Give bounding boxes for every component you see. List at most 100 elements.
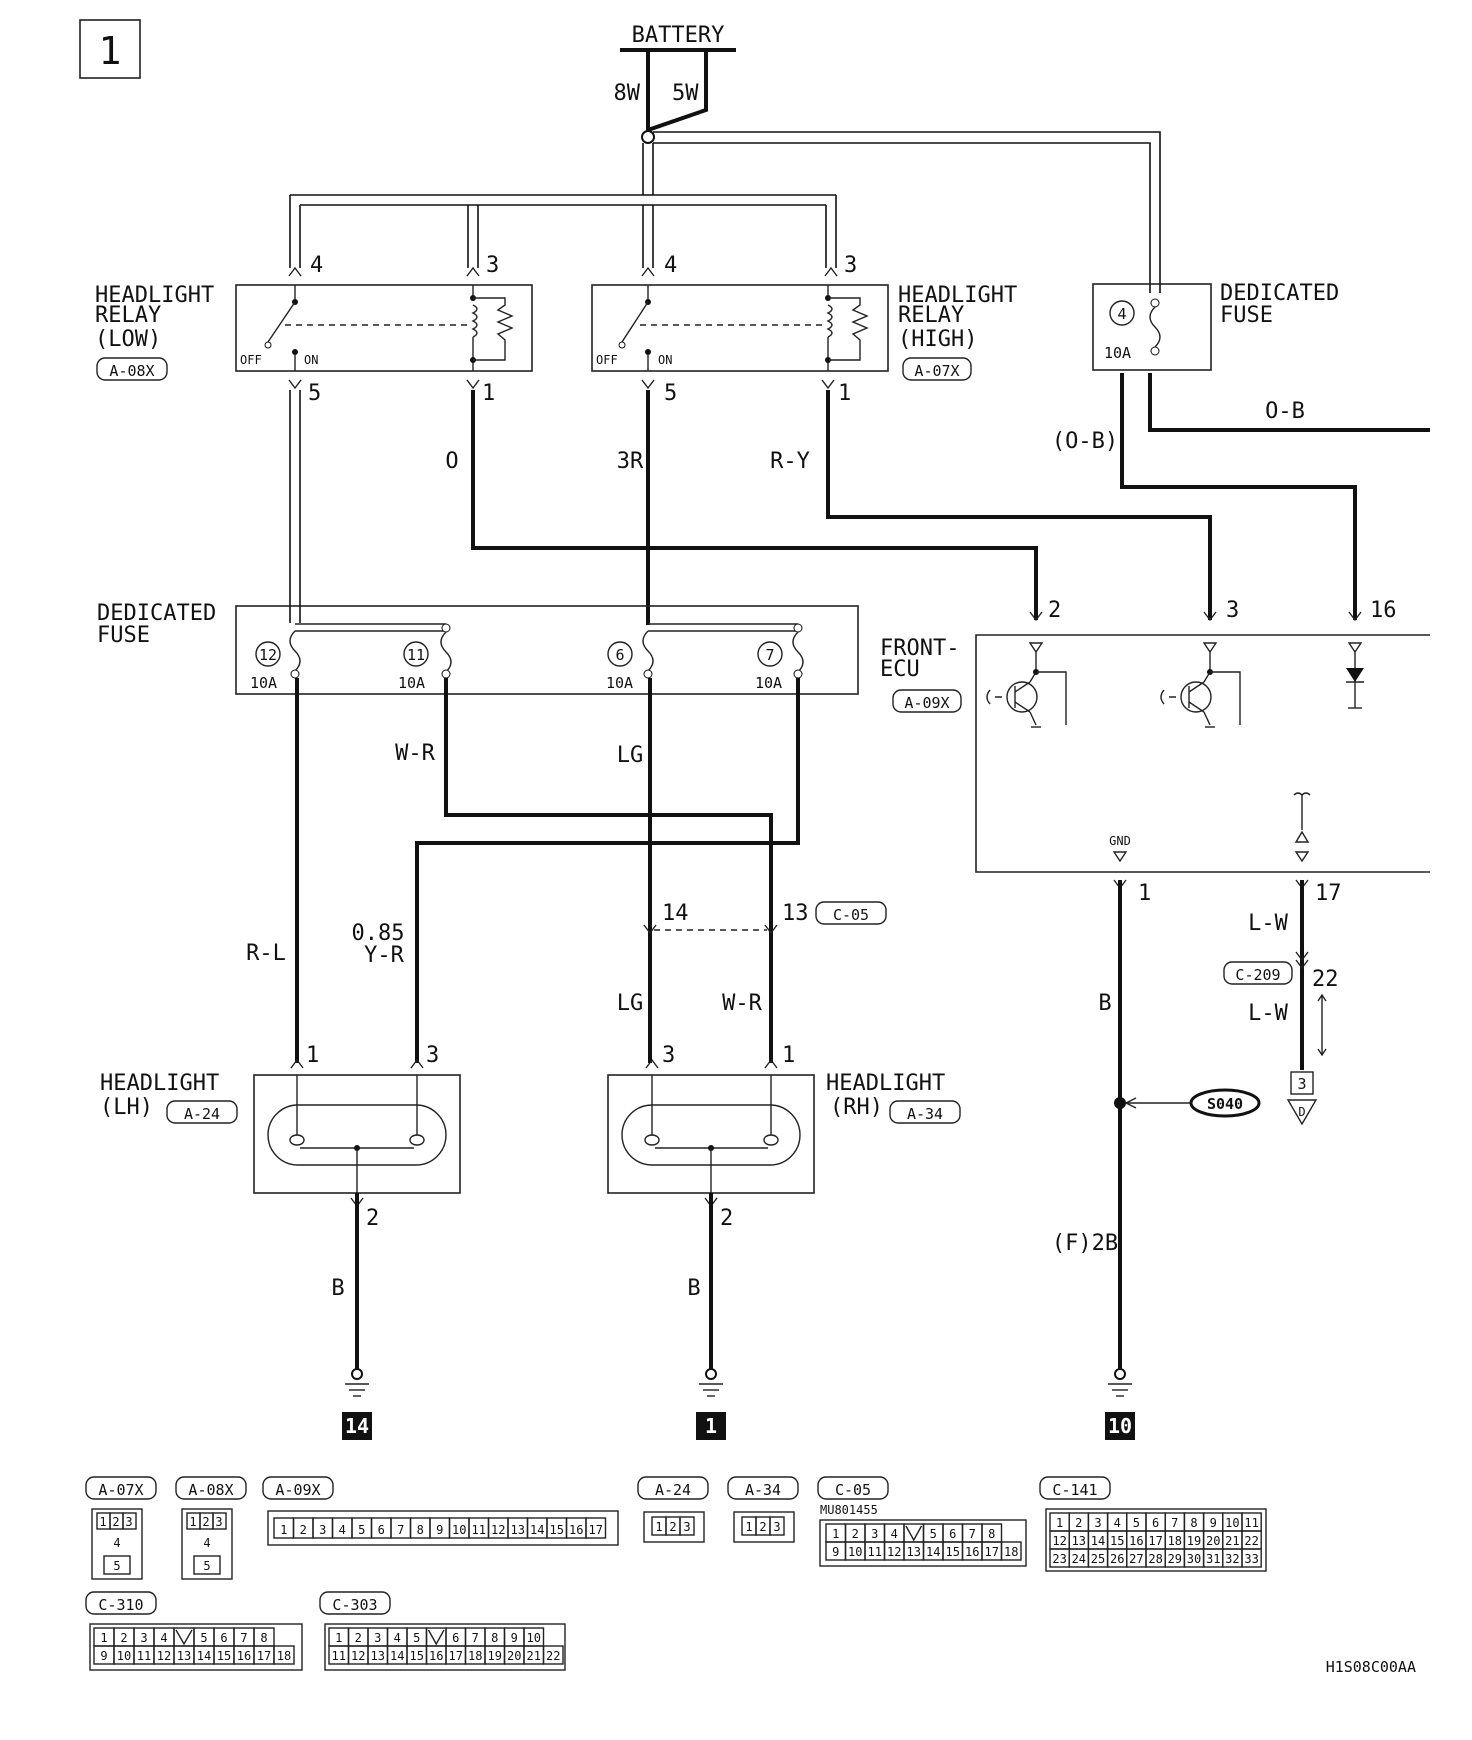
cv-c05-pin: 9 [832,1545,839,1559]
dedicated-fuse-block: DEDICATED FUSE 12 10A 11 10A 6 10A 7 10A [97,601,859,695]
ground-10: 10 [1108,1414,1132,1438]
c05-pin-14: 14 [662,901,689,926]
cv-a34-pin: 2 [759,1520,766,1534]
cv-c141-pin: 30 [1187,1552,1201,1566]
cv-a09x-pin: 10 [452,1523,466,1537]
cv-c310-pin: 3 [140,1631,147,1645]
cv-c310-pin: 16 [237,1649,251,1663]
cv-a08x-pin: 3 [215,1515,222,1529]
cv-c05-pin: 12 [887,1545,901,1559]
cv-c05-pin: 16 [965,1545,979,1559]
cv-c310-pin: 12 [157,1649,171,1663]
fuse-12-number: 12 [259,646,277,664]
relay-high-off: OFF [596,353,618,367]
relay-high-on: ON [658,353,672,367]
cv-c05-pin: 18 [1004,1545,1018,1559]
cv-c141-pin: 8 [1190,1516,1197,1530]
cv-a09x-pin: 3 [319,1523,326,1537]
cv-a09x-cell [585,1517,607,1539]
cv-a09x-pin: 13 [511,1523,525,1537]
cv-c05-pin: 8 [988,1527,995,1541]
cv-c310-pin: 6 [220,1631,227,1645]
ground-1: 1 [705,1414,717,1438]
cv-c310-pin: 17 [257,1649,271,1663]
wire-lg-label: LG [617,743,644,768]
cv-a07x-pin: 3 [125,1515,132,1529]
splice-s040: S040 [1207,1095,1243,1113]
cv-a09x-pin: 8 [417,1523,424,1537]
cv-a09x-pin: 11 [472,1523,486,1537]
cv-c141-pin: 9 [1210,1516,1217,1530]
cv-a24-pin: 1 [655,1520,662,1534]
wire-lw2-label: L-W [1248,1001,1288,1026]
wire-f2b-label: (F)2B [1052,1231,1118,1256]
front-ecu: FRONT- ECU A-09X 2 3 16 [880,598,1430,873]
cv-c141-pin: 25 [1091,1552,1105,1566]
cv-c05-pin: 4 [891,1527,898,1541]
relay-low-pin-5: 5 [308,381,321,406]
cv-c141-pin: 1 [1056,1516,1063,1530]
cv-c05-label: C-05 [835,1481,871,1499]
relay-low-pin-4: 4 [310,253,323,278]
cv-a09x-pin: 12 [491,1523,505,1537]
cv-c310-pin: 10 [117,1649,131,1663]
cv-c303-pin: 10 [527,1631,541,1645]
cv-a09x-label: A-09X [275,1481,320,1499]
relay-high-connector: A-07X [914,362,959,380]
relay-low-title-1: HEADLIGHT [95,283,214,308]
page-number-text: 1 [99,29,122,73]
relay-high-pin-4: 4 [664,253,677,278]
cv-c310-pin: 7 [240,1631,247,1645]
relay-low-pin-1: 1 [482,381,495,406]
cv-c141-pin: 22 [1244,1534,1258,1548]
ecu-pin-17: 17 [1315,881,1342,906]
cv-a08x-pin: 2 [202,1515,209,1529]
headlight-lh-pin-3: 3 [426,1043,439,1068]
ecu-gnd-pin-1: 1 [1138,881,1151,906]
cv-a09x-pin: 7 [397,1523,404,1537]
cv-c303-pin: 21 [527,1649,541,1663]
fuse-block-title-1: DEDICATED [97,601,216,626]
fuse-11-rating: 10A [398,674,425,692]
offpage-d-box: 3 [1297,1075,1306,1093]
fuse-7-number: 7 [765,646,774,664]
cv-c303-pin: 19 [488,1649,502,1663]
cv-c310-pin: 18 [277,1649,291,1663]
wire-rl-label: R-L [246,941,286,966]
wire-lw-label: L-W [1248,911,1288,936]
cv-c303-pin: 20 [507,1649,521,1663]
headlight-lh: HEADLIGHT (LH) A-24 1 3 2 B [100,1043,461,1370]
cv-a09x-pin: 6 [378,1523,385,1537]
cv-a34-label: A-34 [745,1481,781,1499]
cv-c310-label: C-310 [98,1596,143,1614]
cv-c141-pin: 14 [1091,1534,1105,1548]
cv-c141-pin: 18 [1168,1534,1182,1548]
relay-high-title-2: RELAY [898,303,964,328]
wire-3r-label: 3R [617,449,644,474]
cv-c310-pin: 1 [100,1631,107,1645]
battery-wire-5w: 5W [672,81,699,106]
cv-a34-pin: 1 [745,1520,752,1534]
cv-c310-pin: 8 [260,1631,267,1645]
cv-c141-pin: 11 [1244,1516,1258,1530]
headlight-lh-pin-2: 2 [366,1206,379,1231]
ground-symbols: 14 1 10 [342,1368,1135,1440]
cv-c05-pin: 15 [946,1545,960,1559]
headlight-rh-connector: A-34 [907,1105,943,1123]
cv-c303-pin: 6 [452,1631,459,1645]
ecu-title-1: FRONT- [880,636,959,661]
relay-output-wires: O 3R R-Y O-B (O-B) [445,373,1430,625]
wire-b-lh-label: B [331,1276,344,1301]
wire-yr-gauge-label: 0.85 [352,921,405,946]
cv-a24-pin: 2 [669,1520,676,1534]
ecu-connector: A-09X [904,694,949,712]
drawing-code: H1S08C00AA [1326,1658,1416,1676]
ecu-gnd-label: GND [1109,834,1131,848]
cv-c05-pin: 14 [926,1545,940,1559]
battery-label: BATTERY [632,23,725,48]
cv-c310-pin: 5 [200,1631,207,1645]
c209-connector: C-209 [1235,966,1280,984]
relay-low-title-3: (LOW) [95,327,161,352]
